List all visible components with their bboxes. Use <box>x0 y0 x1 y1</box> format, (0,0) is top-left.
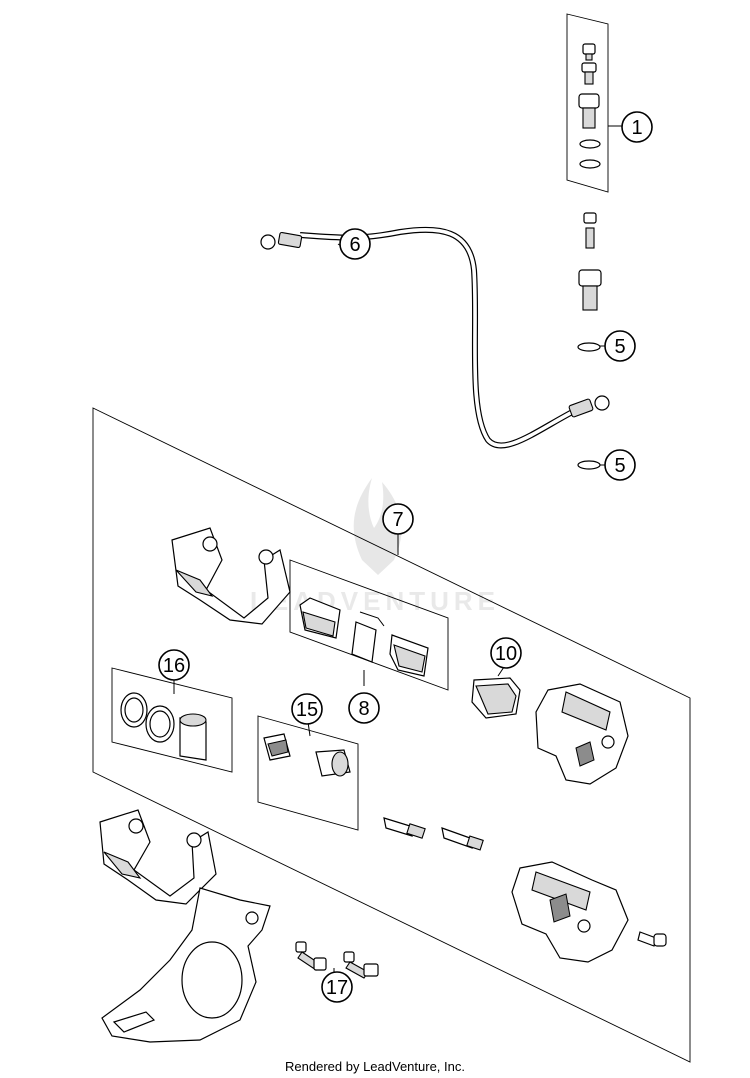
loose-banjo-bolt <box>578 269 602 311</box>
callout-10-label: 10 <box>495 643 517 665</box>
sealing-washer-upper <box>577 342 601 352</box>
piston-kit-panel <box>111 667 233 773</box>
callout-10: 10 <box>490 637 522 669</box>
callout-17: 17 <box>321 971 353 1003</box>
callout-5-upper: 5 <box>604 330 636 362</box>
callout-15-label: 15 <box>296 699 318 721</box>
callout-16: 16 <box>158 649 190 681</box>
brake-pad-kit-panel <box>289 559 449 691</box>
caliper-kit-frame <box>92 407 691 1063</box>
loose-bleeder-screw <box>583 212 597 249</box>
pad-spring <box>351 621 377 663</box>
callout-1: 1 <box>621 111 653 143</box>
caliper-bracket-upper <box>171 527 291 625</box>
caliper-bracket-lower <box>99 809 217 905</box>
washer <box>579 139 601 149</box>
bleeder-screw <box>581 62 597 85</box>
banjo-fitting-upper <box>260 234 276 250</box>
caliper-carrier-plate <box>101 887 271 1043</box>
callout-6: 6 <box>339 228 371 260</box>
sealing-washer-lower <box>577 460 601 470</box>
watermark-text: LEADVENTURE <box>250 586 500 616</box>
bleeder-kit-panel <box>566 13 622 193</box>
callout-16-label: 16 <box>163 655 185 677</box>
callout-8-label: 8 <box>358 698 369 720</box>
callout-5-lower: 5 <box>604 449 636 481</box>
mounting-bolt-left <box>295 941 327 971</box>
callout-17-label: 17 <box>326 977 348 999</box>
caliper-housing-lower <box>511 861 629 963</box>
bleeder-screw-small <box>582 43 596 61</box>
callout-15: 15 <box>291 693 323 725</box>
caliper-pad-part-10 <box>471 663 521 719</box>
banjo-bolt <box>578 93 600 129</box>
callout-8: 8 <box>348 692 380 724</box>
banjo-fitting-lower <box>594 395 610 411</box>
callout-6-label: 6 <box>349 234 360 256</box>
slide-pin-right <box>441 827 484 851</box>
leadventure-watermark: LEADVENTURE <box>250 478 500 616</box>
callout-7: 7 <box>382 503 414 535</box>
washer <box>579 159 601 169</box>
callout-5-lower-label: 5 <box>614 455 625 477</box>
callout-5-upper-label: 5 <box>614 336 625 358</box>
brake-line <box>260 226 610 449</box>
caliper-bolt-lower <box>637 931 667 947</box>
callout-1-label: 1 <box>631 117 642 139</box>
callout-7-label: 7 <box>392 509 403 531</box>
mounting-bolt-right <box>343 951 379 979</box>
guide-kit-panel <box>257 715 359 831</box>
footer-credit: Rendered by LeadVenture, Inc. <box>285 1059 465 1074</box>
caliper-housing-upper <box>535 683 629 785</box>
slide-pin-left <box>383 817 426 839</box>
